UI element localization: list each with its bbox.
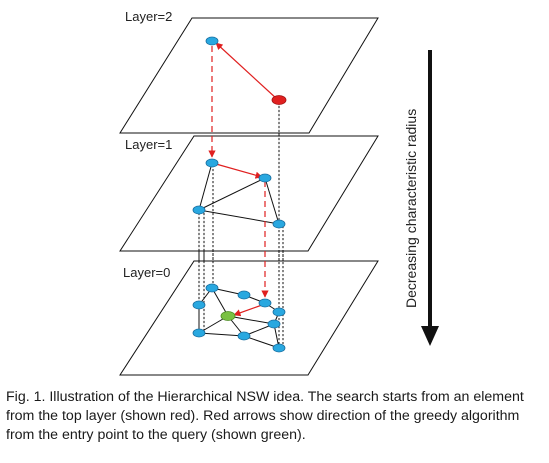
layer-1-nodes [192, 158, 286, 229]
graph-node [205, 36, 219, 46]
query-node [220, 311, 236, 321]
graph-edge [198, 209, 280, 225]
radius-axis-label: Decreasing characteristic radius [403, 109, 419, 308]
graph-edge [211, 287, 229, 317]
graph-node [237, 290, 251, 300]
radius-axis: Decreasing characteristic radius [403, 50, 439, 346]
layer-2: Layer=2 [119, 9, 379, 134]
layer-1: Layer=1 [119, 135, 379, 252]
search-arrow-layer0 [233, 304, 263, 317]
layer-0-plane [119, 260, 379, 376]
graph-node [272, 219, 286, 229]
layer-1-plane [119, 135, 379, 252]
graph-node [205, 158, 219, 168]
graph-node [272, 307, 286, 317]
hnsw-diagram: Layer=2 Layer=1 Layer=0 [119, 9, 439, 376]
graph-node [258, 298, 272, 308]
graph-edge [198, 332, 245, 337]
figure-caption: Fig. 1. Illustration of the Hierarchical… [6, 389, 524, 443]
graph-edge [264, 177, 280, 225]
layer-2-label: Layer=2 [125, 9, 172, 24]
radius-axis-arrowhead [421, 326, 439, 346]
search-path [208, 42, 278, 317]
graph-edge [227, 315, 275, 325]
graph-node [272, 343, 286, 353]
layer-1-edges [198, 162, 280, 225]
entry-point-node [271, 95, 287, 105]
search-arrow-layer1 [215, 163, 263, 179]
layer-0-label: Layer=0 [123, 265, 170, 280]
graph-edge [243, 335, 280, 349]
layer-0: Layer=0 [119, 260, 379, 376]
graph-node [192, 205, 206, 215]
layer-2-plane [119, 17, 379, 134]
graph-node [205, 283, 219, 293]
graph-node [237, 331, 251, 341]
layer-2-nodes [205, 36, 287, 105]
graph-node [192, 300, 206, 310]
graph-node [258, 173, 272, 183]
layer-connectors-front [198, 102, 284, 348]
layer-1-label: Layer=1 [125, 137, 172, 152]
graph-edge [198, 177, 266, 211]
graph-node [192, 328, 206, 338]
graph-node [267, 319, 281, 329]
search-arrow-layer2 [215, 42, 278, 100]
layer-0-nodes [192, 283, 286, 353]
graph-edge [198, 162, 213, 211]
